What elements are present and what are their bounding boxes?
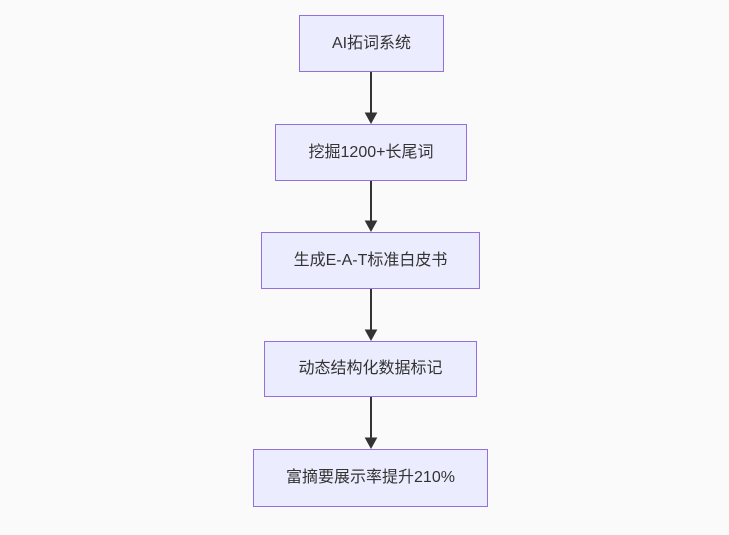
flow-node-rich-snippet-result: 富摘要展示率提升210%	[253, 449, 488, 507]
flow-node-label: 动态结构化数据标记	[298, 360, 443, 378]
arrow-down-1	[364, 72, 378, 125]
flow-node-ai-word-expansion: AI拓词系统	[299, 15, 444, 72]
arrow-down-4	[364, 397, 378, 450]
arrow-down-2	[364, 181, 378, 233]
flow-node-eat-whitepaper: 生成E-A-T标准白皮书	[261, 232, 480, 289]
flow-node-label: 生成E-A-T标准白皮书	[293, 251, 448, 269]
flow-node-label: 富摘要展示率提升210%	[286, 469, 455, 487]
flow-node-label: 挖掘1200+长尾词	[308, 143, 434, 161]
flow-node-label: AI拓词系统	[331, 34, 412, 52]
flow-node-structured-data: 动态结构化数据标记	[264, 341, 477, 397]
flow-node-longtail-mining: 挖掘1200+长尾词	[275, 124, 467, 181]
arrow-down-3	[364, 289, 378, 342]
